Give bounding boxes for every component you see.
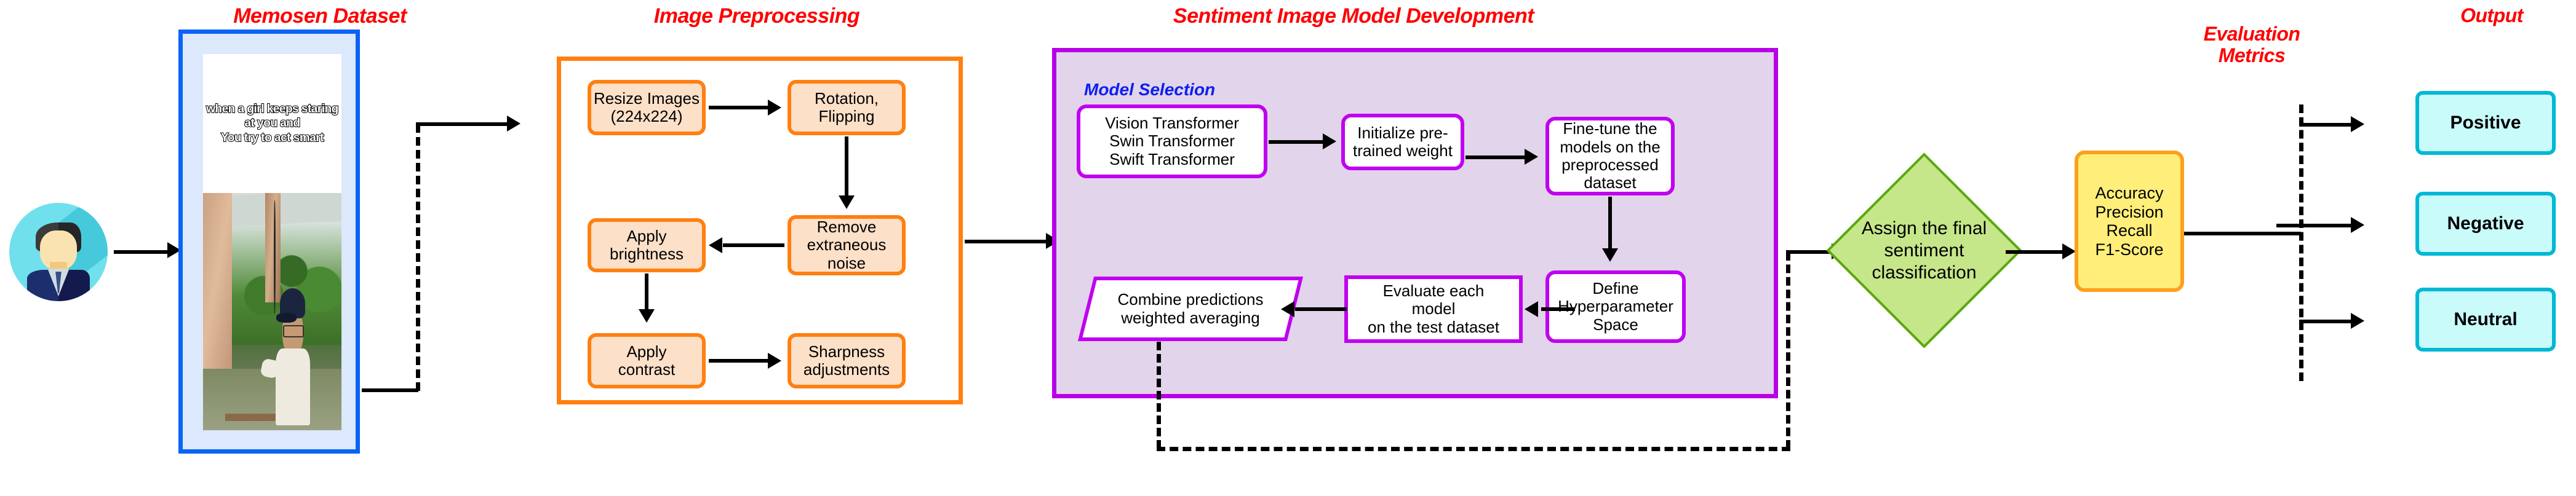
- arrowhead-trunk-to-positive: [2351, 116, 2364, 132]
- connector-prep-to-model: [965, 240, 1048, 243]
- connector-init-to-finetune: [1465, 155, 1527, 159]
- connector-trunk-to-positive: [2299, 123, 2353, 127]
- node-resize-images[interactable]: Resize Images (224x224): [588, 80, 706, 135]
- node-output-neutral[interactable]: Neutral: [2415, 288, 2556, 352]
- model-section-title: Sentiment Image Model Development: [1173, 4, 1534, 28]
- node-output-positive[interactable]: Positive: [2415, 91, 2556, 155]
- node-apply-contrast[interactable]: Apply contrast: [588, 333, 706, 388]
- node-evaluate-each-model[interactable]: Evaluate each model on the test dataset: [1344, 275, 1523, 343]
- arrowhead-selection-to-init: [1323, 133, 1336, 149]
- connector-contrast-to-sharpness: [709, 359, 770, 363]
- connector-trunk-to-neutral: [2299, 320, 2353, 323]
- person-body: [276, 348, 311, 426]
- output-branch-trunk-dashed: [2299, 104, 2303, 381]
- connector-trunk-to-negative: [2276, 224, 2353, 227]
- arrowhead-rotation-to-noise: [839, 195, 855, 209]
- meme-photo: [203, 193, 341, 430]
- arrowhead-hyperparam-to-evaluate: [1525, 301, 1538, 317]
- node-output-negative[interactable]: Negative: [2415, 192, 2556, 256]
- arrowhead-brightness-to-contrast: [639, 309, 655, 323]
- connector-metrics-to-output-trunk: [2184, 232, 2301, 235]
- connector-dataset-exit: [362, 388, 418, 392]
- node-evaluation-metrics[interactable]: Accuracy Precision Recall F1-Score: [2075, 151, 2184, 292]
- connector-brightness-to-contrast: [645, 274, 648, 312]
- arrowhead-avatar-to-dataset: [167, 242, 181, 258]
- connector-resize-to-rotation: [709, 106, 770, 109]
- node-sharpness-adjustments[interactable]: Sharpness adjustments: [788, 333, 906, 388]
- arrowhead-finetune-to-hyperparam: [1602, 248, 1618, 262]
- connector-feedback-to-decision: [1786, 250, 1834, 254]
- feedback-baseline-dashed: [1157, 447, 1790, 451]
- meme-caption: when a girl keeps staring at you and You…: [203, 54, 341, 194]
- feedback-riser-from-combine-dashed: [1157, 342, 1161, 449]
- meme-sample-image: when a girl keeps staring at you and You…: [203, 54, 341, 430]
- arrowhead-evaluate-to-combine: [1281, 301, 1294, 317]
- model-development-group: [1052, 48, 1778, 398]
- connector-evaluate-to-combine: [1295, 307, 1347, 311]
- output-section-title: Output: [2460, 4, 2523, 26]
- arrowhead-resize-to-rotation: [768, 100, 781, 116]
- connector-rotation-to-noise: [845, 136, 848, 198]
- connector-avatar-to-dataset: [114, 250, 169, 254]
- arrowhead-contrast-to-sharpness: [768, 353, 781, 369]
- node-define-hyperparameter-space[interactable]: Define Hyperparameter Space: [1545, 270, 1686, 343]
- node-remove-noise[interactable]: Remove extraneous noise: [788, 215, 906, 275]
- node-assign-final-sentiment[interactable]: Assign the final sentiment classificatio…: [1826, 152, 2022, 348]
- arrowhead-noise-to-brightness: [709, 237, 722, 253]
- preprocessing-section-title: Image Preprocessing: [653, 4, 860, 28]
- node-assign-final-sentiment-label: Assign the final sentiment classificatio…: [1861, 218, 1987, 283]
- connector-noise-to-brightness: [723, 243, 784, 247]
- cable: [273, 200, 276, 315]
- node-apply-brightness[interactable]: Apply brightness: [588, 218, 706, 272]
- connector-hyperparam-to-evaluate: [1541, 307, 1575, 311]
- connector-dataset-to-resize: [416, 122, 509, 126]
- model-selection-caption: Model Selection: [1084, 80, 1216, 99]
- person-in-photo: [260, 288, 311, 426]
- dataset-section-title: Memosen Dataset: [233, 4, 407, 28]
- feedback-riser-to-decision-dashed: [1786, 252, 1790, 449]
- connector-selection-to-init: [1269, 140, 1325, 144]
- arrowhead-init-to-finetune: [1525, 149, 1538, 165]
- connector-dataset-riser-dashed: [416, 124, 420, 391]
- stone-pillar: [265, 193, 281, 302]
- wooden-rail: [225, 414, 297, 421]
- metrics-section-title: Evaluation Metrics: [2203, 23, 2300, 66]
- arrowhead-trunk-to-neutral: [2351, 313, 2364, 329]
- node-fine-tune-models[interactable]: Fine-tune the models on the preprocessed…: [1545, 117, 1675, 195]
- user-avatar: [9, 203, 108, 301]
- arrowhead-decision-to-metrics: [2062, 243, 2076, 259]
- node-initialize-pretrained-weight[interactable]: Initialize pre- trained weight: [1341, 114, 1464, 170]
- connector-decision-to-metrics: [2006, 250, 2065, 254]
- meme-caption-line1: when a girl keeps staring at you and: [205, 102, 339, 131]
- meme-caption-line2: You try to act smart: [220, 131, 325, 145]
- node-combine-predictions-label: Combine predictions weighted averaging: [1117, 289, 1264, 327]
- node-combine-predictions[interactable]: Combine predictions weighted averaging: [1077, 277, 1304, 341]
- arrowhead-dataset-to-resize: [507, 116, 520, 132]
- person-cap-brim: [276, 312, 297, 323]
- node-model-selection[interactable]: Vision Transformer Swin Transformer Swif…: [1077, 104, 1267, 178]
- person-glasses-icon: [282, 325, 305, 337]
- connector-finetune-to-hyperparam: [1608, 197, 1612, 251]
- node-rotation-flipping[interactable]: Rotation, Flipping: [788, 80, 906, 135]
- avatar-tie-icon: [55, 272, 62, 294]
- arrowhead-trunk-to-negative: [2351, 217, 2364, 233]
